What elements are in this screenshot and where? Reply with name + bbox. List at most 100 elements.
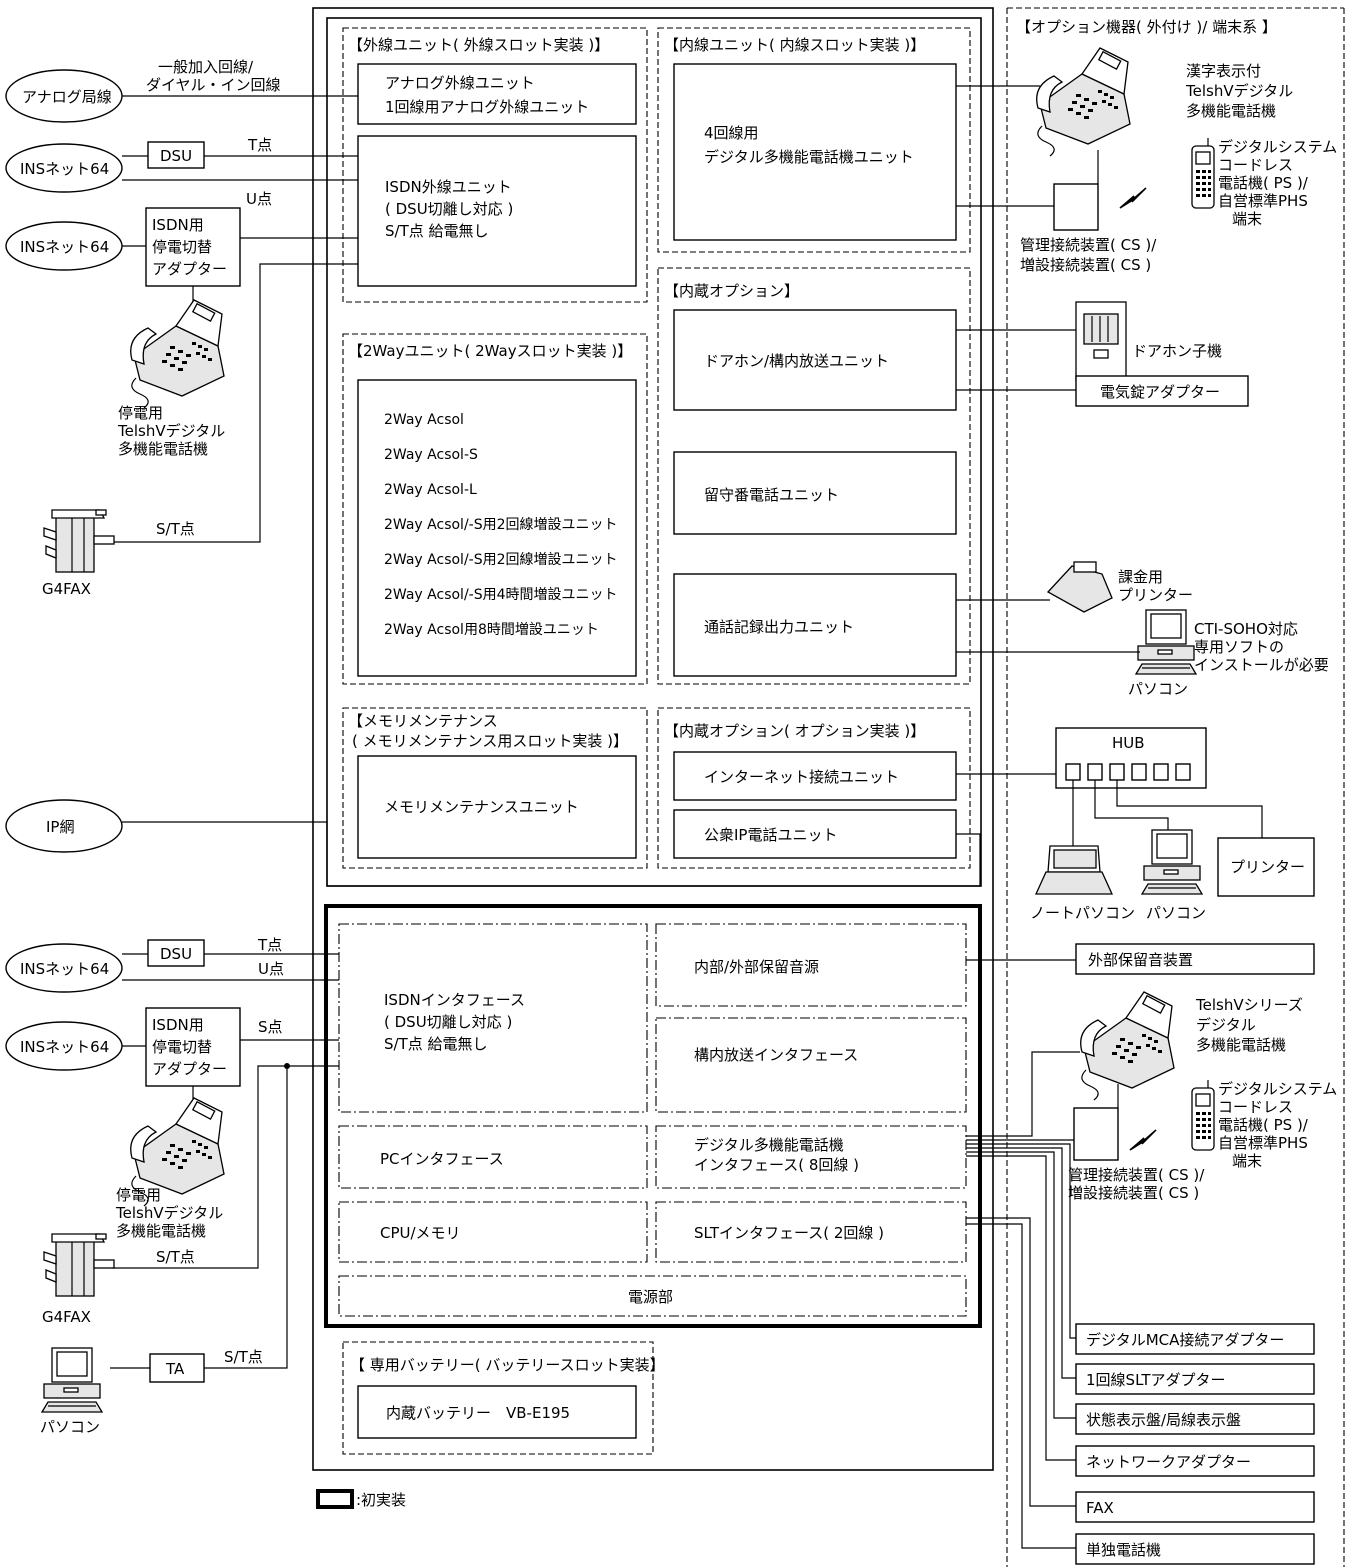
network-adapter-box	[1075, 1445, 1315, 1477]
ps-bot-label-5: 端末	[1232, 1152, 1262, 1170]
ta-line	[204, 1066, 288, 1369]
isdn-outer-unit	[357, 135, 637, 287]
notebook-screen	[1053, 849, 1097, 869]
twoway-item: 2Way Acsol	[384, 412, 464, 428]
public-ip-unit-label: 公衆IP電話ユニット	[704, 826, 837, 844]
pc-cti-label: パソコン	[1128, 680, 1188, 698]
pc-bottom-icon	[41, 1347, 103, 1413]
wireless-bot-icon	[1129, 1129, 1157, 1151]
cti-note-3: インストールが必要	[1194, 656, 1329, 674]
inner-unit-group	[657, 27, 971, 253]
battery-group	[342, 1341, 654, 1455]
twoway-item: 2Way Acsol用8時間増設ユニット	[384, 622, 599, 638]
ps-top-label-5: 端末	[1232, 210, 1262, 228]
cs-bot-label-2: 増設接続装置( CS )	[1068, 1184, 1199, 1202]
battery-label: 内蔵バッテリー VB-E195	[386, 1404, 570, 1422]
hold-source	[655, 923, 967, 1007]
pc-hub-label: パソコン	[1146, 904, 1206, 922]
fax-box	[1075, 1491, 1315, 1523]
network-adapter-label: ネットワークアダプター	[1086, 1453, 1251, 1471]
power-unit-label: 電源部	[628, 1288, 673, 1306]
g4fax-bot-icon	[43, 1233, 115, 1297]
ext-hold-box	[1075, 943, 1315, 975]
fax-line	[966, 1217, 1076, 1507]
kanji-phone-label-1: 漢字表示付	[1186, 62, 1261, 80]
status-panel-box	[1075, 1403, 1315, 1435]
cpu-memory-label: CPU/メモリ	[380, 1224, 461, 1242]
telsh-series-line	[966, 1051, 1080, 1137]
ps-bot-icon	[1191, 1079, 1215, 1151]
kanji-phone-label-2: TelshVデジタル	[1185, 82, 1293, 100]
hub-label: HUB	[1112, 734, 1145, 752]
printer-label: プリンター	[1230, 858, 1305, 876]
kanji-phone-label-3: 多機能電話機	[1186, 102, 1276, 120]
g4fax-bot-label: G4FAX	[42, 1308, 91, 1326]
hub-port	[1087, 763, 1103, 781]
twoway-item: 2Way Acsol/-S用2回線増設ユニット	[384, 552, 618, 568]
u-point-bot: U点	[258, 960, 284, 978]
analog-office-label: アナログ局線	[22, 88, 112, 106]
outer-unit-title: 【外線ユニット( 外線スロット実装 )】	[348, 36, 609, 54]
st-point-ta: S/T点	[224, 1348, 263, 1366]
t-point-top: T点	[247, 136, 272, 154]
ps-top-label-1: デジタルシステム	[1218, 138, 1337, 156]
ps-top-label-4: 自営標準PHS	[1218, 192, 1308, 210]
single-phone-line	[966, 1223, 1076, 1549]
network-adapter-line	[966, 1155, 1076, 1461]
blackout-phone-bot-label-3: 多機能電話機	[116, 1222, 206, 1240]
isdn-interface-label-1: ISDNインタフェース	[384, 991, 525, 1009]
hub-ports	[1065, 763, 1191, 781]
memory-title-1: 【メモリメンテナンス	[348, 712, 498, 730]
ps-top-label-3: 電話機( PS )/	[1218, 174, 1309, 192]
printer-box	[1217, 837, 1315, 897]
twoway-group	[342, 333, 648, 685]
call-log-unit	[673, 573, 957, 677]
isdn-adapter-top-label-2: 停電切替	[152, 238, 212, 256]
memory-unit	[357, 755, 637, 859]
ps-bot-label-1: デジタルシステム	[1218, 1080, 1337, 1098]
slt1-line	[966, 1147, 1076, 1379]
telsh-series-label-1: TelshVシリーズ	[1195, 996, 1303, 1014]
ip-net	[5, 799, 123, 853]
system-frame	[312, 7, 994, 1471]
cs-top-label-2: 増設接続装置( CS )	[1020, 256, 1151, 274]
hub-port	[1175, 763, 1191, 781]
pc-interface	[338, 1125, 648, 1189]
door-paging-unit-label: ドアホン/構内放送ユニット	[704, 352, 889, 370]
g4fax-top-icon	[43, 509, 115, 573]
cti-note-2: 専用ソフトの	[1194, 638, 1284, 656]
twoway-item: 2Way Acsol-S	[384, 447, 478, 463]
analog-outer-unit-label-1: アナログ外線ユニット	[385, 74, 535, 92]
isdn-adapter-top	[145, 207, 241, 287]
ps-bot-label-3: 電話機( PS )/	[1218, 1116, 1309, 1134]
power-unit	[338, 1275, 967, 1317]
u-point-top: U点	[246, 190, 272, 208]
builtin-option2-group	[657, 707, 971, 869]
hold-source-label: 内部/外部保留音源	[694, 958, 819, 976]
options-title: 【オプション機器( 外付け )/ 端末系 】	[1016, 18, 1277, 36]
hub-pc-line	[1094, 780, 1169, 830]
dsu-bot	[147, 939, 205, 967]
ps-top-label-2: コードレス	[1218, 156, 1293, 174]
isdn-adapter-top-label-1: ISDN用	[152, 216, 204, 234]
single-phone-box	[1075, 1533, 1315, 1565]
analog-line-label-1: 一般加入回線/	[158, 58, 254, 76]
ta-box	[149, 1353, 205, 1383]
battery-box	[357, 1385, 637, 1439]
internet-unit	[673, 751, 957, 801]
blackout-phone-top-label-3: 多機能電話機	[118, 440, 208, 458]
digital-phone-unit	[673, 63, 957, 241]
status-panel-label: 状態表示盤/局線表示盤	[1086, 1411, 1241, 1429]
cs-top-label-1: 管理接続装置( CS )/	[1020, 236, 1157, 254]
legend-label: :初実装	[356, 1491, 406, 1509]
cs-bot-label-1: 管理接続装置( CS )/	[1068, 1166, 1205, 1184]
ins-net-bot-1-label: INSネット64	[20, 960, 109, 978]
ta-label: TA	[165, 1360, 185, 1378]
paging-interface-label: 構内放送インタフェース	[694, 1046, 858, 1064]
twoway-item: 2Way Acsol/-S用4時間増設ユニット	[384, 587, 618, 603]
twoway-title: 【2Wayユニット( 2Wayスロット実装 )】	[348, 342, 632, 360]
isdn-interface-label-2: ( DSU切離し対応 )	[384, 1013, 512, 1031]
mca-line	[966, 1143, 1076, 1339]
twoway-item: 2Way Acsol-L	[384, 482, 477, 498]
door-paging-unit	[673, 309, 957, 411]
